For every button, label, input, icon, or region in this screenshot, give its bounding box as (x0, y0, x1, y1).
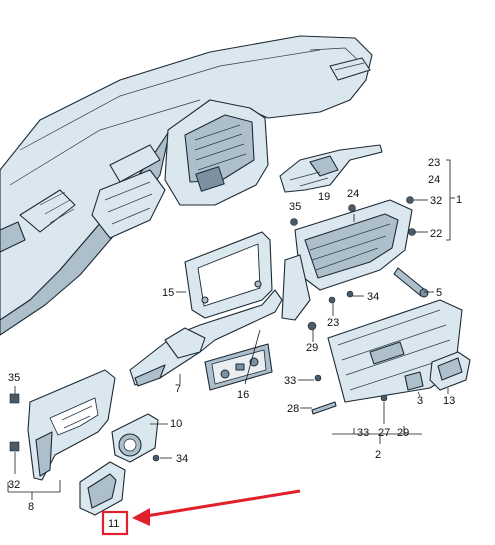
callout-28: 28 (287, 403, 299, 415)
callout-29-bottom: 29 (397, 427, 409, 439)
part-8-left-trim (27, 369, 116, 481)
callout-32-top: 32 (430, 195, 442, 207)
callout-13: 13 (443, 395, 455, 407)
part-10-switch-housing (111, 413, 159, 463)
callout-7: 7 (175, 383, 181, 395)
callout-19: 19 (318, 191, 330, 203)
leader-lines (7, 159, 455, 500)
callout-32-left: 32 (8, 479, 20, 491)
callout-34-bottom: 34 (176, 453, 188, 465)
callout-27: 27 (378, 427, 390, 439)
callout-24: 24 (428, 174, 440, 186)
part-15-display-frame (184, 231, 273, 319)
fasteners (9, 196, 416, 462)
part-3-latch (404, 371, 424, 391)
callout-35-left: 35 (8, 372, 20, 384)
callout-1: 1 (456, 194, 462, 206)
part-5-strut (393, 267, 429, 298)
callout-34-top: 34 (367, 291, 379, 303)
callout-15: 15 (162, 287, 174, 299)
part-1-glovebox-housing (281, 199, 413, 321)
callout-29-left: 29 (306, 342, 318, 354)
callout-22: 22 (430, 228, 442, 240)
highlight-box (101, 510, 129, 536)
callout-11: 11 (108, 518, 119, 530)
callout-8: 8 (28, 501, 34, 513)
dashboard-panel (0, 35, 373, 336)
callout-10: 10 (170, 418, 182, 430)
callout-23-top: 23 (428, 157, 440, 169)
callout-5: 5 (436, 287, 442, 299)
callout-3: 3 (417, 395, 423, 407)
callout-2: 2 (375, 449, 381, 461)
callout-33-bottom: 33 (357, 427, 369, 439)
callout-35-top: 35 (289, 201, 301, 213)
part-7-trim-strip (129, 289, 283, 387)
part-28-pin (311, 401, 337, 415)
part-19-bracket (279, 144, 383, 193)
callout-16: 16 (237, 389, 249, 401)
part-16-climate-panel (204, 343, 273, 391)
callout-23-mid: 23 (327, 317, 339, 329)
callout-24-b: 24 (347, 188, 359, 200)
part-13-insert (429, 351, 471, 391)
callout-33-left: 33 (284, 375, 296, 387)
highlight-arrow (132, 489, 301, 526)
part-11-storage-tray (79, 461, 126, 516)
callout-labels: 23 24 1 19 35 24 32 22 15 5 34 23 29 7 1… (8, 157, 462, 530)
